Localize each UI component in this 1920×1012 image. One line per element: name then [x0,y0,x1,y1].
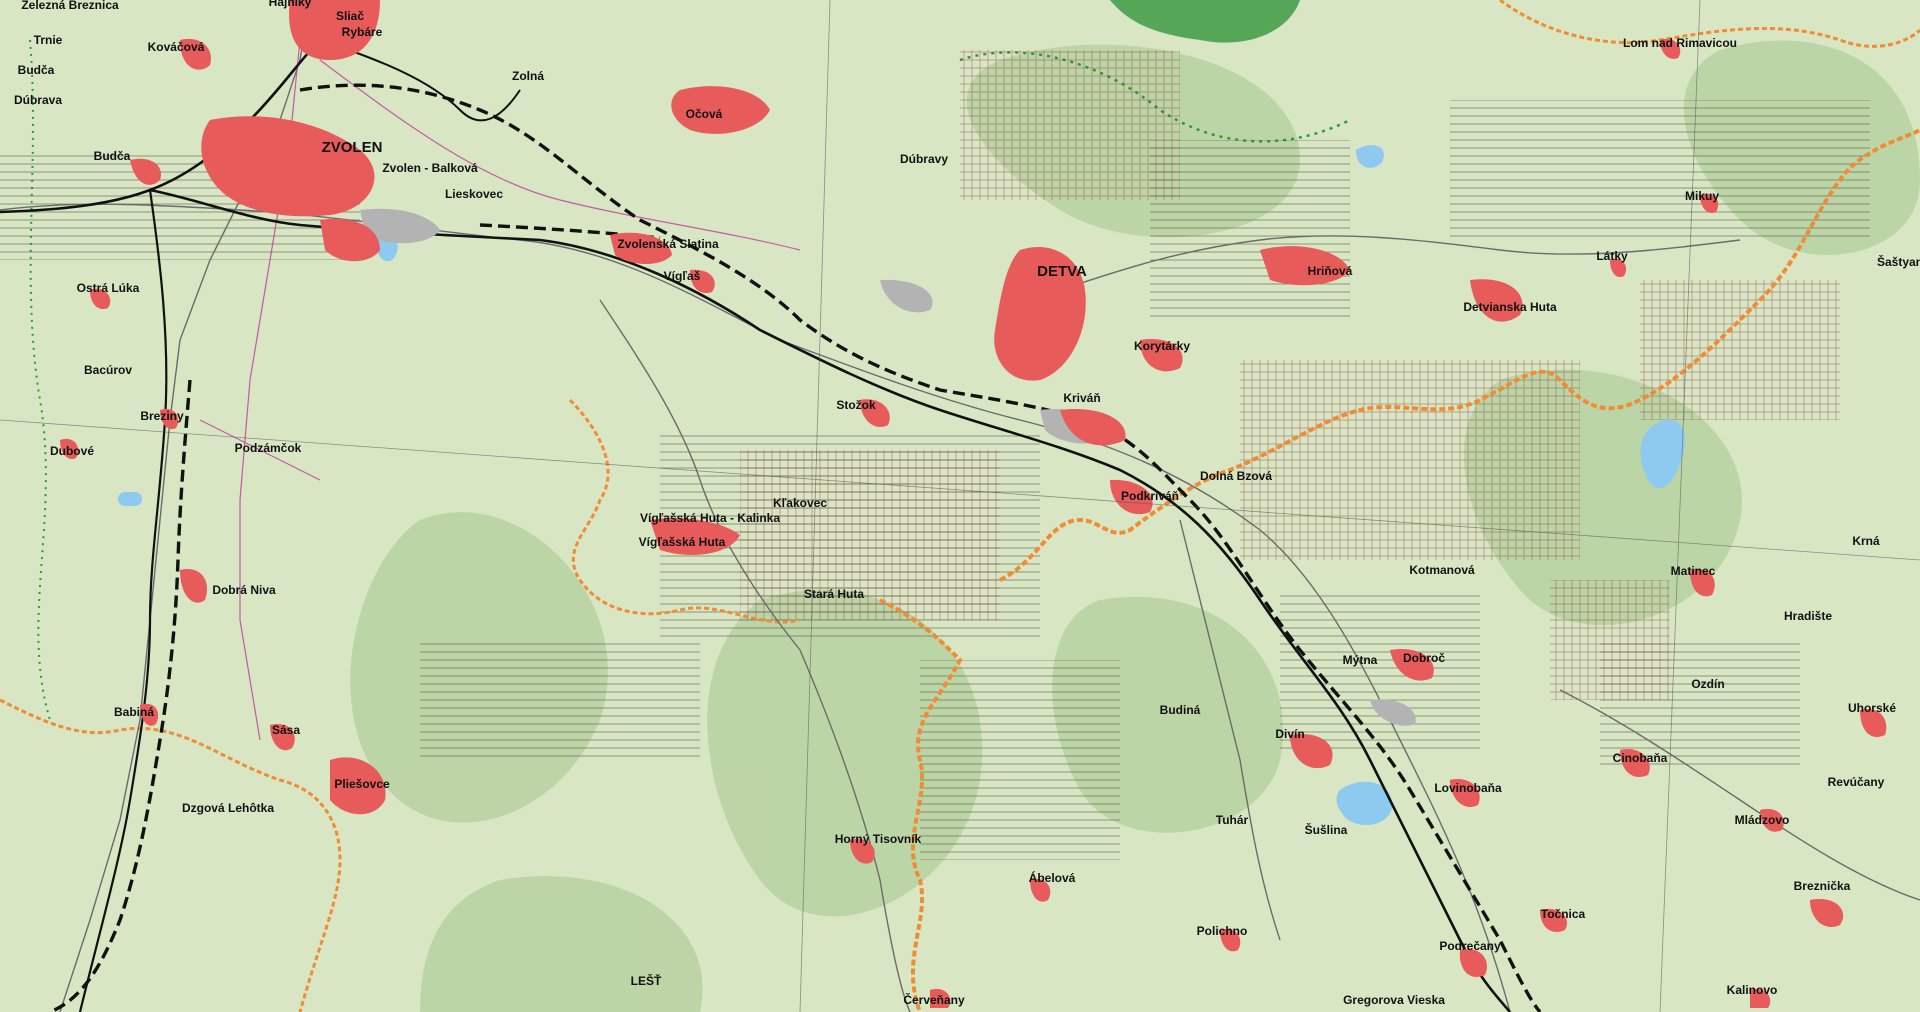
settlement-label: Železná Breznica [21,0,119,12]
settlement-label: Rybáre [342,25,383,39]
settlement-label: Šaštyan [1877,254,1920,269]
settlement-label: Hradište [1784,609,1832,623]
settlement-label: Mládzovo [1735,813,1790,827]
settlement-label: Cinobaňa [1613,751,1668,765]
settlement-label: Podkriváň [1121,489,1179,503]
settlement-label: Gregorova Vieska [1343,993,1445,1007]
railway-north [319,39,521,122]
settlement-label: LEŠŤ [631,973,662,988]
settlement-label: Babiná [114,705,154,719]
settlement-label: Lovinobaňa [1434,781,1502,795]
settlement-label: Divín [1275,727,1304,741]
settlement-label: Očová [686,107,723,121]
settlement-label: Breznička [1794,879,1851,893]
settlement-label: Zvolen - Balková [382,161,478,175]
settlement-label: Zolná [512,69,544,83]
settlement-label: Matinec [1671,564,1716,578]
protected-area-border [959,51,1351,143]
settlement-label: Ostrá Lúka [77,281,140,295]
planned-expressway-west [49,379,192,1012]
settlement-label: Hájniky [269,0,312,9]
settlement-label: Červeňany [903,992,965,1007]
settlement-label: Tuhár [1216,813,1249,827]
settlement-label: Korytárky [1134,339,1190,353]
settlement-label: ZVOLEN [322,139,383,156]
settlement-label: Podrečany [1439,939,1501,953]
settlement-label: Lieskovec [445,187,503,201]
settlement-label: Kalinovo [1727,983,1778,997]
settlement-label: Kriváň [1063,391,1100,405]
settlement-label: Detvianska Huta [1463,300,1557,314]
settlement-label: Dúbravy [900,152,948,166]
settlement-label: Uhorské [1848,701,1896,715]
grid-zones [740,50,1840,700]
settlement-label: Mikuy [1685,189,1719,203]
settlement-label: Vígľaš [664,269,701,283]
settlement-label: Pliešovce [334,777,390,791]
settlement-label: Budča [94,149,131,163]
settlement-label: Dolná Bzová [1200,469,1272,483]
settlement-label: Breziny [140,409,184,423]
settlement-label: Trnie [34,33,63,47]
settlement-label: Budiná [1160,703,1201,717]
settlement-label: Stará Huta [804,587,864,601]
settlement-label: Dubové [50,444,94,458]
settlement-label: Polichno [1197,924,1248,938]
settlement-label: Ábelová [1029,870,1076,885]
settlement-label: Krná [1852,534,1880,548]
settlement-label: Sása [272,723,300,737]
settlement-label: Bacúrov [84,363,132,377]
settlement-label: Kľakovec [773,496,827,510]
settlement-label: Podzámčok [235,441,302,455]
settlement-label: Točnica [1541,907,1586,921]
settlement-label: Šušlina [1305,822,1348,837]
district-border-north [1499,0,1920,48]
settlement-label: Lom nad Rimavicou [1623,36,1737,50]
settlement-label: Vígľašská Huta [639,535,726,549]
district-border-central [568,398,801,624]
railway-branch [78,189,168,1012]
district-border-west [0,698,342,1012]
settlement-label: Dzgová Lehôtka [182,801,274,815]
settlement-label: Budča [18,63,55,77]
settlement-label: Mýtna [1343,653,1378,667]
settlement-label: Vígľašská Huta - Kalinka [640,511,780,525]
settlement-label: Kotmanová [1409,563,1475,577]
settlement-label: Stožok [836,398,876,412]
settlement-label: Dobroč [1403,651,1445,665]
settlement-label: Zvolenská Slatina [617,237,719,251]
settlement-label: Látky [1596,249,1628,263]
settlement-label: Horný Tisovník [835,832,922,846]
settlement-label: Hriňová [1308,264,1353,278]
planned-expressway-link [479,223,661,240]
district-border-south [879,598,963,1012]
settlement-label: Sliač [336,9,364,23]
settlement-label: Ozdín [1691,677,1724,691]
protected-area [1110,0,1300,43]
settlement-label: Kováčová [148,40,205,54]
settlement-label: Dúbrava [14,93,62,107]
settlement-label: Revúčany [1828,775,1885,789]
settlement-areas [60,0,1887,1008]
settlement-label: DETVA [1037,263,1087,280]
settlement-label: Dobrá Niva [212,583,276,597]
